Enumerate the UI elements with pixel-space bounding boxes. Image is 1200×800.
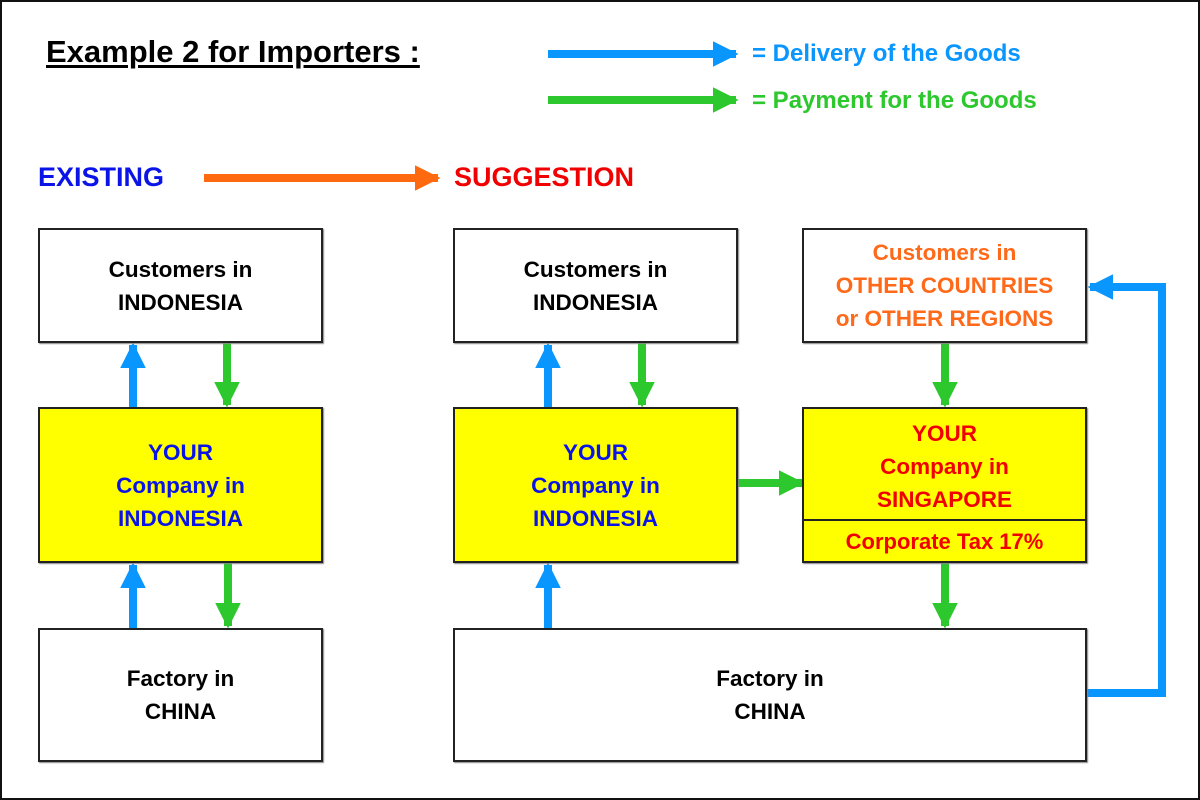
box-line: YOUR	[562, 439, 628, 465]
legend-delivery-label: = Delivery of the Goods	[752, 40, 1021, 67]
box-line: Company in	[880, 454, 1009, 479]
suggestion-company-indonesia-box: YOUR Company in INDONESIA	[453, 407, 738, 563]
box-line: Customers in	[872, 240, 1017, 265]
section-existing-label: EXISTING	[38, 162, 165, 192]
box-line: OTHER COUNTRIES	[835, 273, 1054, 298]
box-line: YOUR	[147, 439, 213, 465]
diagram-title: Example 2 for Importers :	[46, 34, 420, 69]
box-line: CHINA	[144, 699, 217, 724]
box-line: Company in	[531, 472, 660, 498]
existing-company-indonesia-box: YOUR Company in INDONESIA	[38, 407, 323, 563]
legend-payment-label: = Payment for the Goods	[752, 87, 1037, 114]
suggestion-customers-other-countries-box: Customers in OTHER COUNTRIES or OTHER RE…	[802, 228, 1087, 343]
box-line: INDONESIA	[117, 289, 243, 315]
suggestion-company-singapore-box: YOUR Company in SINGAPORE Corporate Tax …	[802, 407, 1087, 563]
box-line: Customers in	[108, 256, 253, 282]
box-line: CHINA	[734, 699, 806, 724]
box-line: or OTHER REGIONS	[835, 306, 1054, 331]
suggestion-customers-indonesia-box: Customers in INDONESIA	[453, 228, 738, 343]
box-line: Customers in	[523, 256, 668, 282]
box-line: INDONESIA	[117, 505, 243, 531]
box-line: Factory in	[126, 666, 235, 691]
box-line: Factory in	[716, 666, 824, 691]
corporate-tax-label: Corporate Tax 17%	[804, 519, 1085, 561]
box-line: INDONESIA	[532, 289, 658, 315]
box-line: YOUR	[911, 421, 977, 446]
existing-customers-indonesia-box: Customers in INDONESIA	[38, 228, 323, 343]
section-suggestion-label: SUGGESTION	[454, 162, 635, 192]
existing-factory-china-box: Factory in CHINA	[38, 628, 323, 762]
suggestion-factory-china-box: Factory in CHINA	[453, 628, 1087, 762]
box-line: Company in	[116, 472, 245, 498]
box-line: INDONESIA	[532, 505, 658, 531]
suggestion-delivery-factory-to-othercustomers-arrow	[1087, 274, 1166, 697]
box-line: SINGAPORE	[876, 487, 1013, 512]
